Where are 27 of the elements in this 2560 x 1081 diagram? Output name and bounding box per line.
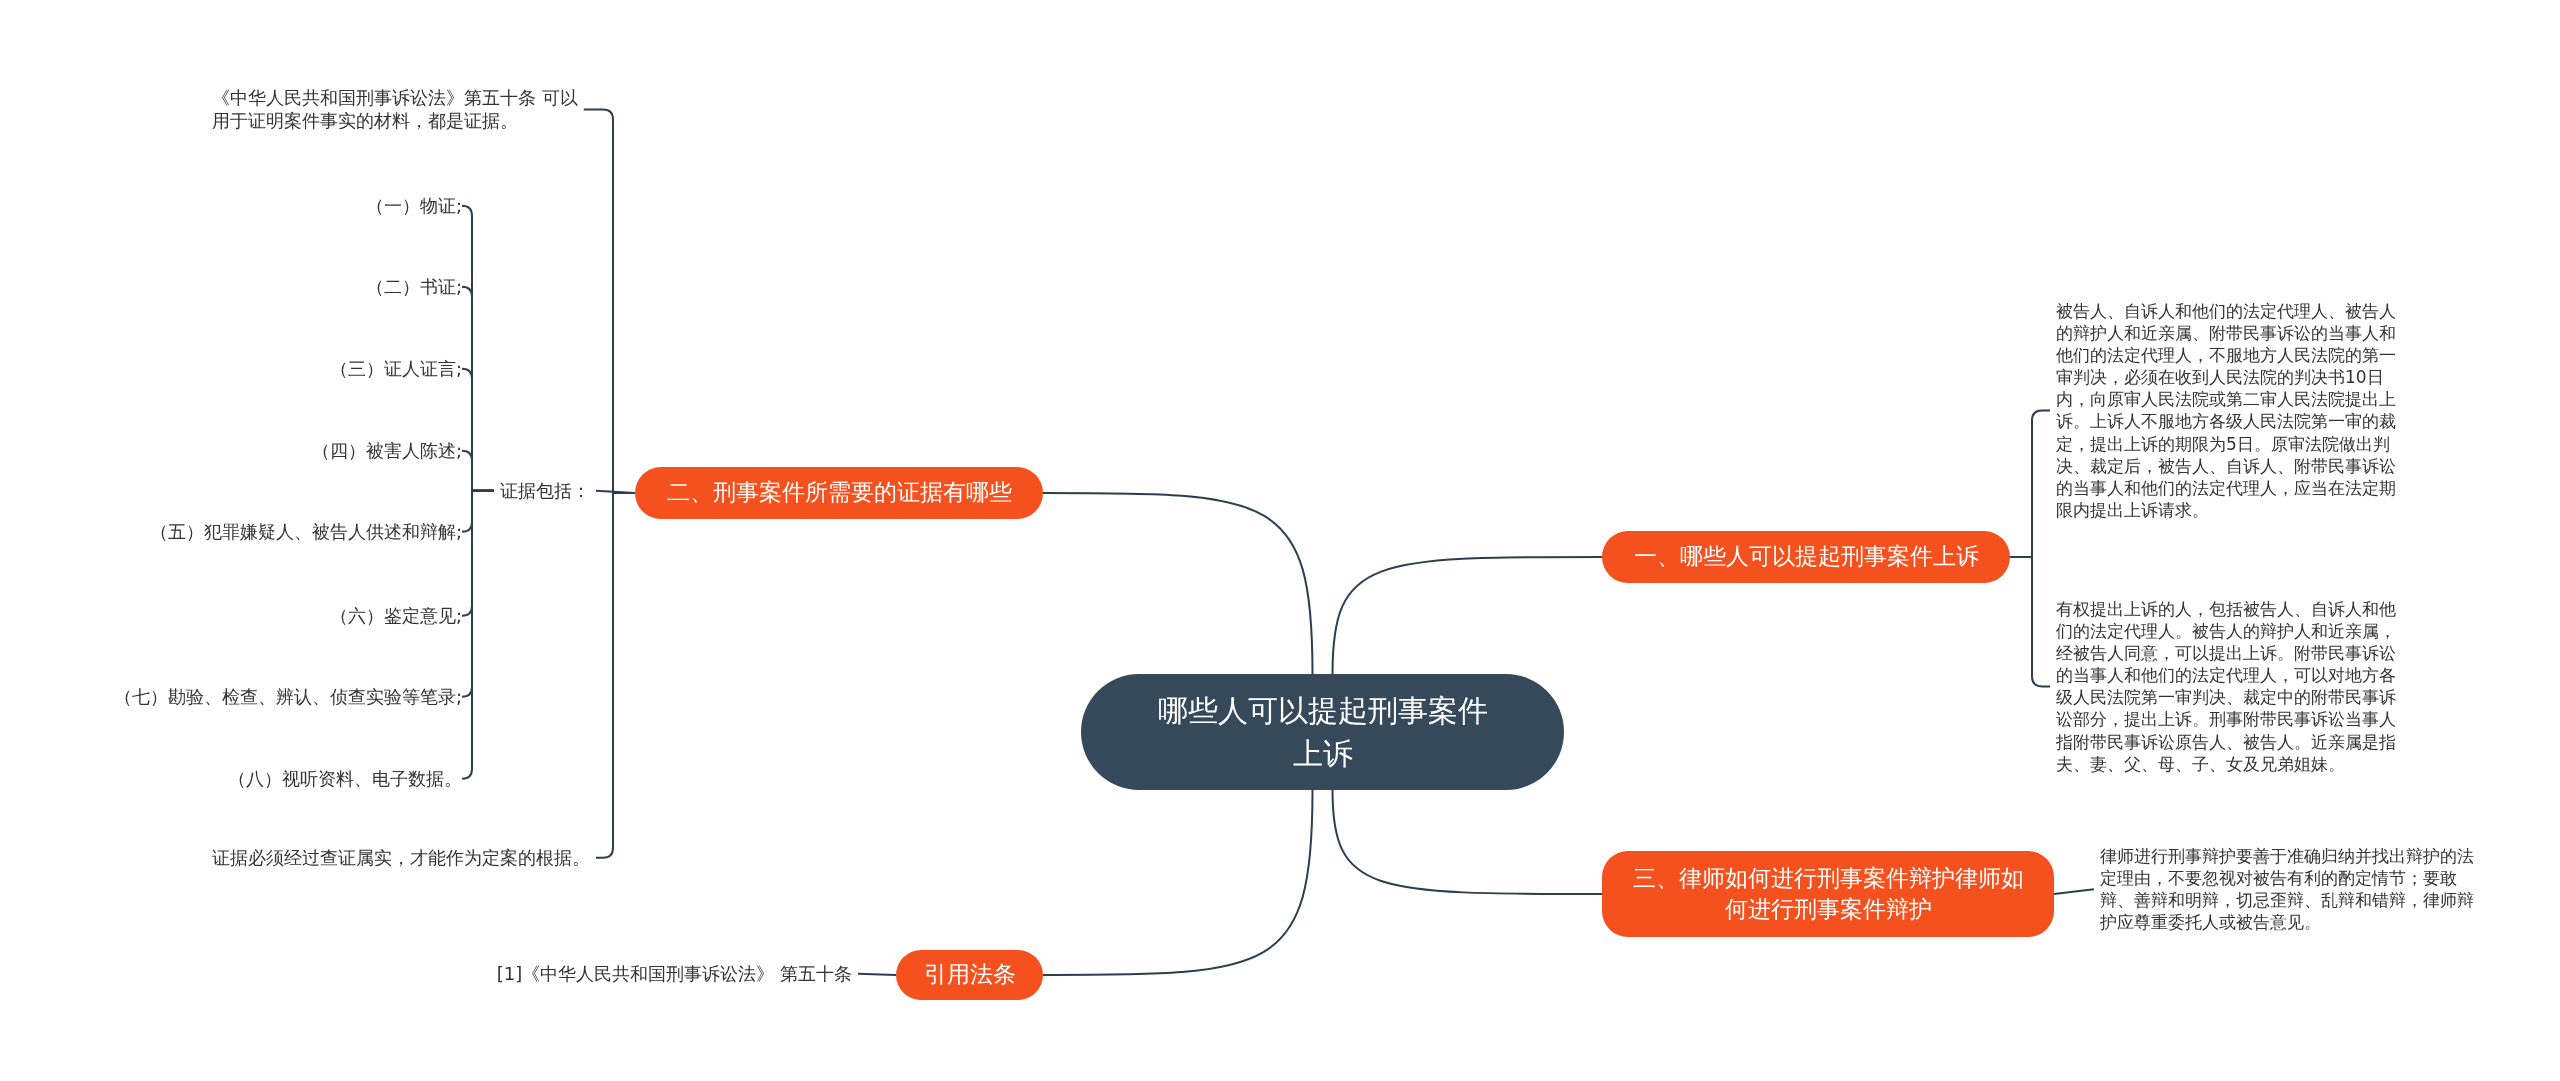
topic-pill: 引用法条 — [896, 950, 1043, 1000]
central-topic: 哪些人可以提起刑事案件上诉 — [1081, 674, 1564, 790]
connector-line — [1042, 789, 1314, 976]
subtopic-text: [1]《中华人民共和国刑事诉讼法》 第五十条 — [420, 962, 852, 986]
subtopic-text: （一）物证; — [40, 194, 462, 218]
note-text: 有权提出上诉的人，包括被告人、自诉人和他们的法定代理人。被告人的辩护人和近亲属，经被告人同意，可以提出上诉。附带民事诉讼的当事人和他们的法定代理人，可以对地方各级人民法院第一审判决、裁定中的附带民事诉讼部分，提出上诉。刑事附带民事诉讼当事人指附带民事诉讼原告人、被告人。近亲属是指夫、妻、父、母、子、女及兄弟姐妹。 — [2056, 598, 2406, 775]
note-text: 被告人、自诉人和他们的法定代理人、被告人的辩护人和近亲属、附带民事诉讼的当事人和他们的法定代理人，不服地方人民法院的第一审判决，必须在收到人民法院的判决书10日内，向原审人民法院或第二审人民法院提出上诉。上诉人不服地方各级人民法院第一审的裁定，提出上诉的期限为5日。原审法院做出判决、裁定后，被告人、自诉人、附带民事诉讼的当事人和他们的法定代理人，应当在法定期限内提出上诉请求。 — [2056, 300, 2406, 521]
topic-pill: 三、律师如何进行刑事案件辩护律师如何进行刑事案件辩护 — [1602, 851, 2054, 937]
connector-line — [461, 489, 495, 780]
subtopic-text: （三）证人证言; — [40, 357, 462, 381]
subtopic-text: （二）书证; — [40, 275, 462, 299]
subtopic-text: （四）被害人陈述; — [40, 439, 462, 463]
connector-line — [1331, 789, 1603, 895]
subtopic-text: 证据必须经过查证属实，才能作为定案的根据。 — [212, 846, 597, 870]
subtopic-text: （六）鉴定意见; — [40, 604, 462, 628]
note-text: 律师进行刑事辩护要善于准确归纳并找出辩护的法定理由，不要忽视对被告有利的酌定情节；要敢辩、善辩和明辩，切忌歪辩、乱辩和错辩，律师辩护应尊重委托人或被告意见。 — [2100, 845, 2480, 934]
connector-line — [1331, 556, 1603, 675]
subtopic-text: 《中华人民共和国刑事诉讼法》第五十条 可以用于证明案件事实的材料，都是证据。 — [212, 86, 592, 133]
subtopic-text: 证据包括： — [500, 479, 600, 503]
topic-pill: 二、刑事案件所需要的证据有哪些 — [635, 467, 1043, 519]
subtopic-text: （七）勘验、检查、辨认、侦查实验等笔录; — [20, 685, 462, 709]
subtopic-text: （五）犯罪嫌疑人、被告人供述和辩解; — [40, 520, 462, 544]
connector-line — [857, 972, 897, 976]
subtopic-text: （八）视听资料、电子数据。 — [40, 767, 462, 791]
topic-pill: 一、哪些人可以提起刑事案件上诉 — [1602, 531, 2010, 583]
connector-line — [2053, 888, 2095, 895]
connector-line — [1042, 492, 1314, 675]
